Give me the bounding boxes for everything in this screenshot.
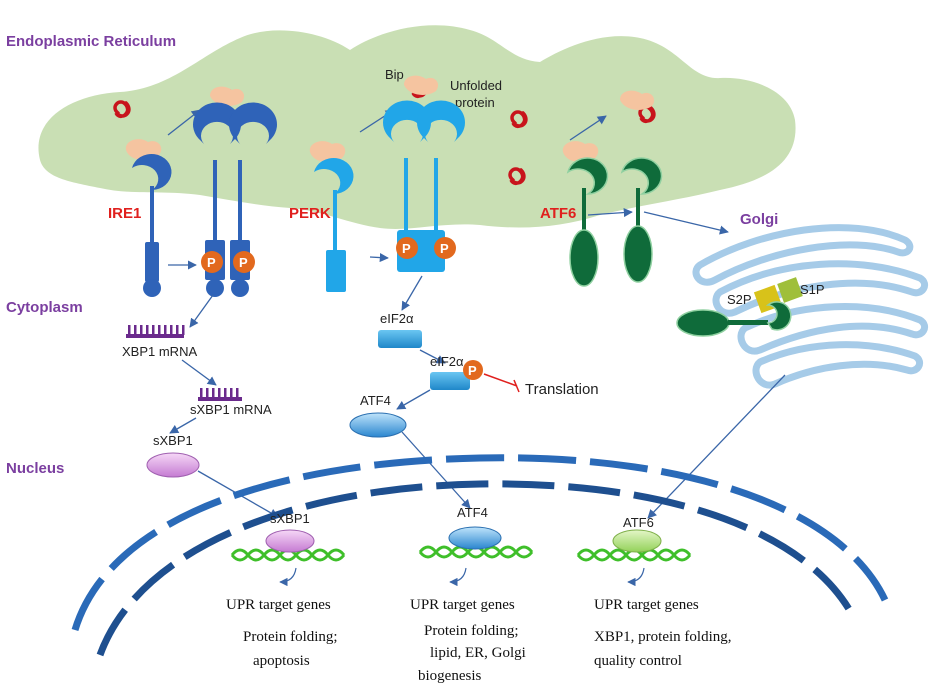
- atf4-protein: [349, 412, 407, 438]
- svg-text:P: P: [207, 255, 216, 270]
- svg-text:P: P: [402, 241, 411, 256]
- outcome-2-line-2: lipid, ER, Golgi: [430, 645, 526, 661]
- atf4-nuc-label: ATF4: [457, 505, 488, 520]
- ire1-label: IRE1: [108, 205, 141, 222]
- eif2a-label: eIF2α: [380, 311, 414, 326]
- sxbp1-mrna-label: sXBP1 mRNA: [190, 402, 272, 417]
- sxbp1-nuc-label: sXBP1: [270, 511, 310, 526]
- perk-label: PERK: [289, 205, 331, 222]
- unfolded-protein-6: [508, 167, 526, 185]
- unfolded-label-2: protein: [455, 95, 495, 110]
- atf4-label: ATF4: [360, 393, 391, 408]
- eif2a-p-protein: [430, 372, 470, 390]
- outcome-2-line-1: Protein folding;: [424, 623, 519, 639]
- outcome-1-line-1: Protein folding;: [243, 629, 338, 645]
- sxbp1-label: sXBP1: [153, 433, 193, 448]
- xbp1-mrna-icon: [126, 325, 185, 338]
- er-label: Endoplasmic Reticulum: [6, 33, 176, 50]
- outcome-2-line-3: biogenesis: [418, 668, 481, 684]
- sxbp1-protein: [146, 452, 200, 478]
- unfolded-label-1: Unfolded: [450, 78, 502, 93]
- perk-phospho: P P: [396, 237, 456, 259]
- golgi-label: Golgi: [740, 211, 778, 228]
- s1p-label: S1P: [800, 282, 825, 297]
- bip-6: [620, 90, 655, 110]
- target-arrows: [279, 567, 645, 587]
- outcome-3-line-2: quality control: [594, 653, 682, 669]
- unfolded-protein-1: [113, 100, 131, 118]
- bip-proteins: [125, 75, 655, 162]
- translation-label: Translation: [525, 381, 599, 398]
- cytoplasm-label: Cytoplasm: [6, 299, 83, 316]
- atf4-nuc-protein: [448, 526, 502, 550]
- eif2a-phospho: [463, 360, 483, 380]
- outcome-3-line-1: XBP1, protein folding,: [594, 629, 732, 645]
- ire1-monomer: [132, 154, 172, 297]
- bip-4: [404, 75, 439, 95]
- bip-label: Bip: [385, 67, 404, 82]
- upr-target-3: UPR target genes: [594, 597, 699, 613]
- atf6-label: ATF6: [540, 205, 576, 222]
- bip-3: [309, 141, 346, 162]
- perk-monomer: [314, 158, 354, 292]
- upr-target-1: UPR target genes: [226, 597, 331, 613]
- bip-1: [210, 86, 245, 106]
- atf6-sensor-2: [620, 157, 663, 283]
- sxbp1-mrna-icon: [198, 388, 242, 401]
- svg-text:P: P: [239, 255, 248, 270]
- xbp1-mrna-label: XBP1 mRNA: [122, 344, 197, 359]
- atf6-sensor-1: [566, 157, 609, 287]
- unfolded-protein-4: [510, 110, 528, 128]
- upr-target-2: UPR target genes: [410, 597, 515, 613]
- atf6-nuc-label: ATF6: [623, 515, 654, 530]
- nucleus-label: Nucleus: [6, 460, 64, 477]
- eif2a-protein: [378, 330, 422, 348]
- eif2a-p-label: eIF2α: [430, 354, 464, 369]
- ire1-phospho: P P: [201, 251, 255, 273]
- svg-text:P: P: [440, 241, 449, 256]
- bip-5: [562, 141, 599, 162]
- outcome-1-line-2: apoptosis: [253, 653, 310, 669]
- sxbp1-nuc-protein: [265, 529, 315, 553]
- translation-inhibition: [483, 373, 520, 393]
- nuclear-envelope: [71, 454, 889, 657]
- s2p-label: S2P: [727, 292, 752, 307]
- svg-text:P: P: [468, 363, 477, 378]
- atf6-nuc-protein: [612, 529, 662, 553]
- atf6-cleaved: [676, 301, 792, 337]
